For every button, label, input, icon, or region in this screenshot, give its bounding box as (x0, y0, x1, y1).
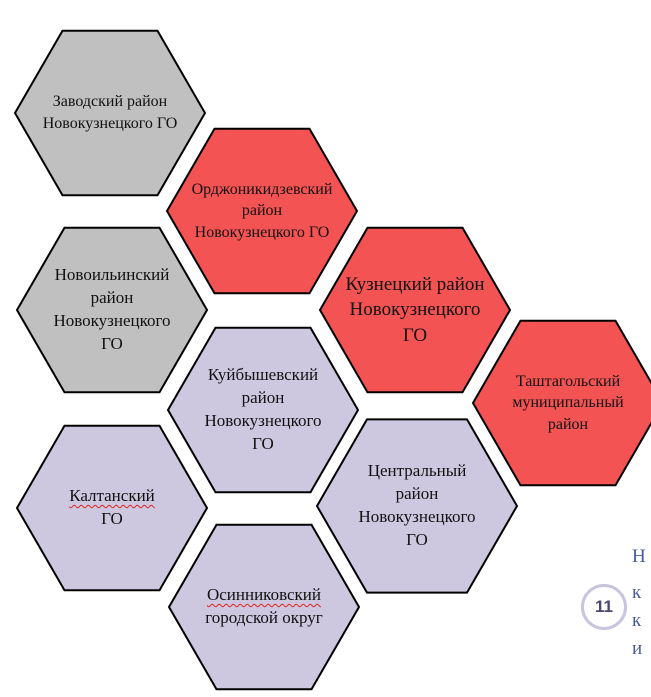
hex-label-line: район (547, 415, 589, 433)
hex-label-line: муниципальный (512, 394, 624, 412)
hex-label-line: Новокузнецкого (204, 410, 322, 430)
side-text-line-2: к (632, 582, 642, 603)
side-text-line-1: Н (632, 546, 646, 567)
hex-label-line: Орджоникидзевский (191, 180, 333, 198)
hex-label-line: Кузнецкий район (345, 273, 485, 295)
side-text-line-4: и (632, 638, 643, 659)
hex-label-line: Центральный (367, 461, 467, 481)
hex-label-tashtagolsky: Таштагольский муниципальный район (488, 321, 648, 486)
hex-label-line: Осинниковский (206, 585, 322, 605)
hex-label-line: Калтанский (69, 486, 155, 506)
hex-label-line: район (395, 484, 439, 504)
hexagon-kuznetsky (318, 226, 512, 394)
hex-label-line: район (241, 202, 283, 220)
hexagon-kaltansky (15, 424, 209, 592)
hex-label-line: район (241, 388, 285, 408)
hexagon-tsentralny (315, 418, 519, 594)
hex-label-line: ГО (252, 433, 274, 453)
page-number-badge: 11 (581, 584, 627, 630)
hex-label-line: Новокузнецкого ГО (42, 114, 178, 132)
side-text-line-3: к (632, 610, 642, 631)
hex-label-line: Новокузнецкого (358, 506, 476, 526)
hexagon-tashtagolsky (471, 319, 651, 487)
hex-label-line: район (90, 288, 134, 308)
hex-label-line: Куйбышевский (207, 365, 319, 385)
hex-label-line: ГО (402, 324, 428, 346)
hex-label-line: ГО (101, 508, 123, 528)
hex-label-line: Новоильинский (54, 265, 170, 285)
hex-label-line: ГО (406, 529, 428, 549)
hexagon-osinnikovsky (167, 523, 361, 691)
hexagon-kuibyshevsky (166, 326, 360, 494)
hex-label-line: Заводский район (52, 93, 168, 111)
hex-label-line: Новокузнецкого (349, 299, 481, 321)
hex-label-line: ГО (101, 333, 123, 353)
hex-label-line: Новокузнецкого (53, 310, 171, 330)
hex-label-line: городской округ (205, 607, 323, 627)
hexagon-novoilinsky (15, 226, 209, 394)
hexagon-ordzhonikidzevsky (165, 127, 359, 295)
hexagon-zavodskoy (13, 29, 207, 197)
hex-label-line: Таштагольский (515, 372, 621, 390)
hex-label-line: Новокузнецкого ГО (194, 223, 330, 241)
page-number: 11 (595, 597, 613, 616)
